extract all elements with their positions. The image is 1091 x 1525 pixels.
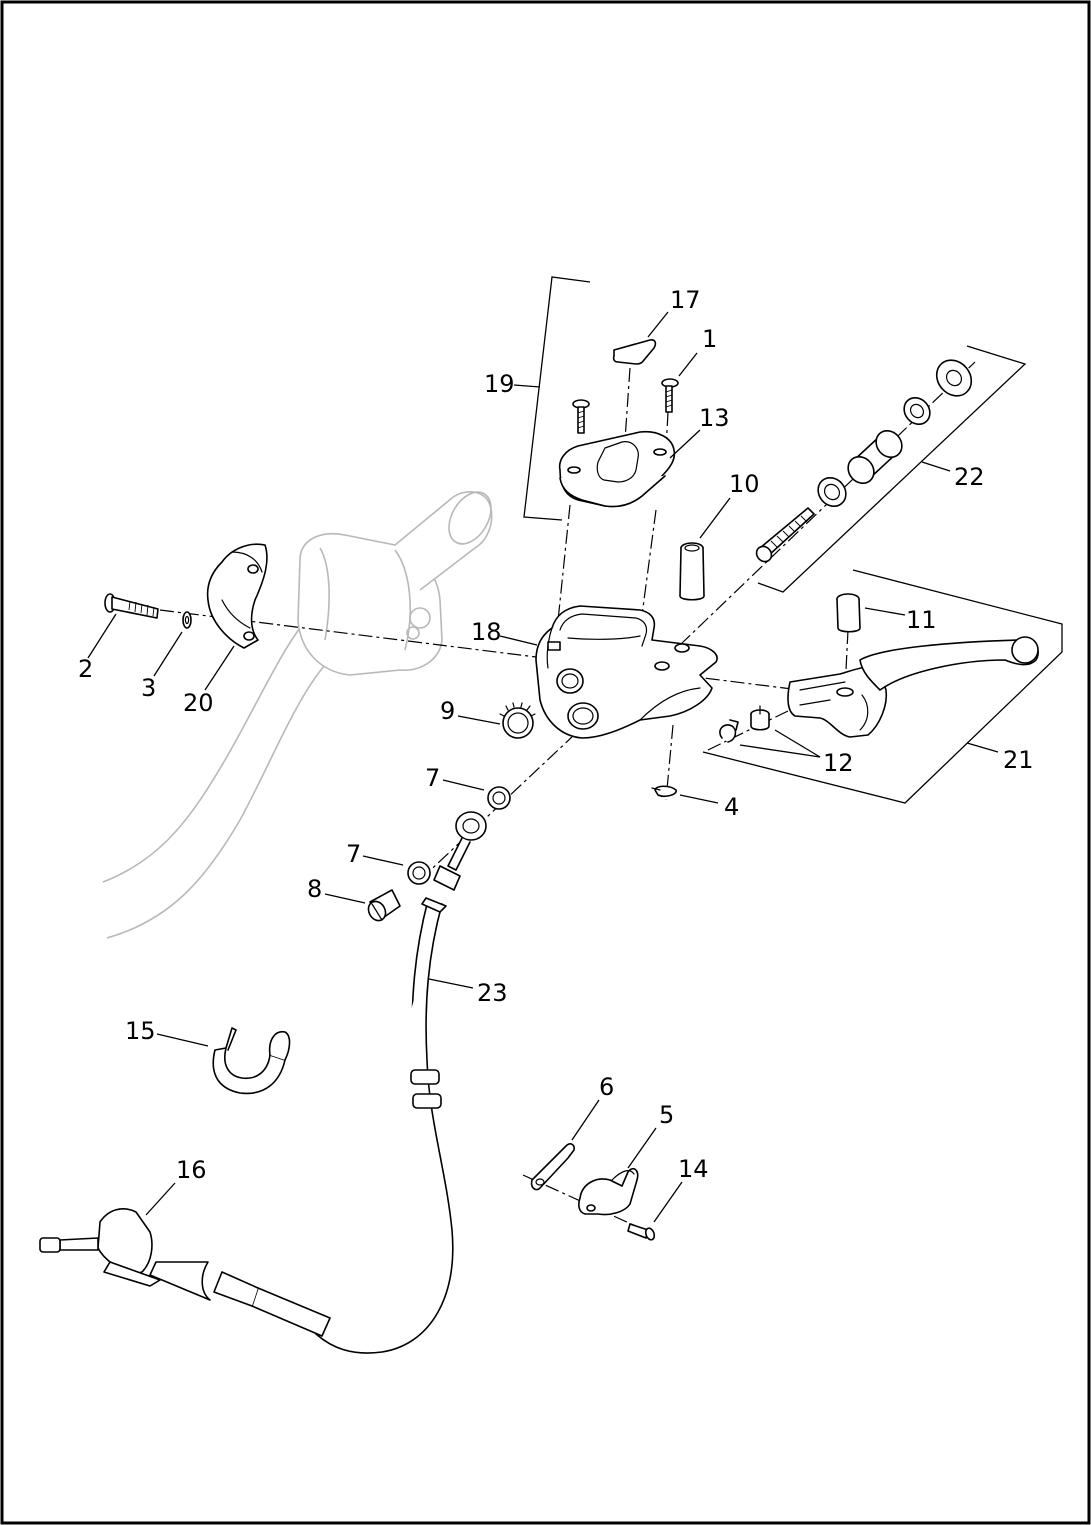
callout-10: 10 <box>729 470 760 498</box>
callout-16: 16 <box>176 1156 207 1184</box>
bracket-19 <box>523 276 591 521</box>
part-13-reservoir-cover <box>558 430 676 508</box>
part-9-sight-glass <box>499 702 536 739</box>
callout-22: 22 <box>954 463 985 491</box>
part-12-pushrod-clip <box>719 705 770 743</box>
callout-23: 23 <box>477 979 508 1007</box>
part-4-clip <box>651 785 677 797</box>
callout-15: 15 <box>125 1017 156 1045</box>
part-3-washer <box>182 611 192 629</box>
callout-14: 14 <box>678 1155 709 1183</box>
part-17-cover-pad <box>612 339 657 365</box>
part-20-clamp <box>206 543 268 649</box>
part-1-screws <box>572 378 679 434</box>
callout-5: 5 <box>659 1101 674 1129</box>
callout-6: 6 <box>599 1073 614 1101</box>
callout-labels: 1 2 3 4 5 6 7 7 8 9 10 11 12 13 14 15 16… <box>78 286 1034 1184</box>
part-14-screw <box>627 1223 656 1241</box>
part-8-banjo-bolt <box>367 889 401 922</box>
part-16-cable-bracket <box>39 1208 331 1337</box>
throttle-grip-ghost <box>394 491 493 591</box>
switch-housing-ghost <box>297 533 443 676</box>
leader-lines <box>87 311 999 1223</box>
callout-18: 18 <box>471 618 502 646</box>
callout-17: 17 <box>670 286 701 314</box>
callout-11: 11 <box>906 606 937 634</box>
bracket-22 <box>757 345 1027 593</box>
part-15-clip <box>212 1027 291 1095</box>
part-11-bushing <box>836 593 861 633</box>
callout-8: 8 <box>307 875 322 903</box>
part-10-pivot-pin <box>679 542 705 601</box>
callout-7-lower: 7 <box>346 840 361 868</box>
bracket-21 <box>702 569 1063 804</box>
part-5-line-clamp <box>578 1168 639 1216</box>
callout-4: 4 <box>724 793 739 821</box>
part-23-brake-line <box>315 811 487 1354</box>
callout-20: 20 <box>183 689 214 717</box>
callout-9: 9 <box>440 697 455 725</box>
part-2-screw <box>104 593 159 619</box>
part-7-washers <box>407 786 511 885</box>
callout-19: 19 <box>484 370 515 398</box>
callout-21: 21 <box>1003 746 1034 774</box>
part-18-master-cylinder <box>535 605 718 739</box>
callout-3: 3 <box>141 674 156 702</box>
callout-13: 13 <box>699 404 730 432</box>
part-6-plate <box>530 1143 575 1191</box>
callout-1: 1 <box>702 325 717 353</box>
callout-2: 2 <box>78 655 93 683</box>
callout-12: 12 <box>823 749 854 777</box>
callout-7-upper: 7 <box>425 764 440 792</box>
part-22-plunger-assembly <box>755 359 973 563</box>
part-21-brake-lever <box>787 636 1039 738</box>
